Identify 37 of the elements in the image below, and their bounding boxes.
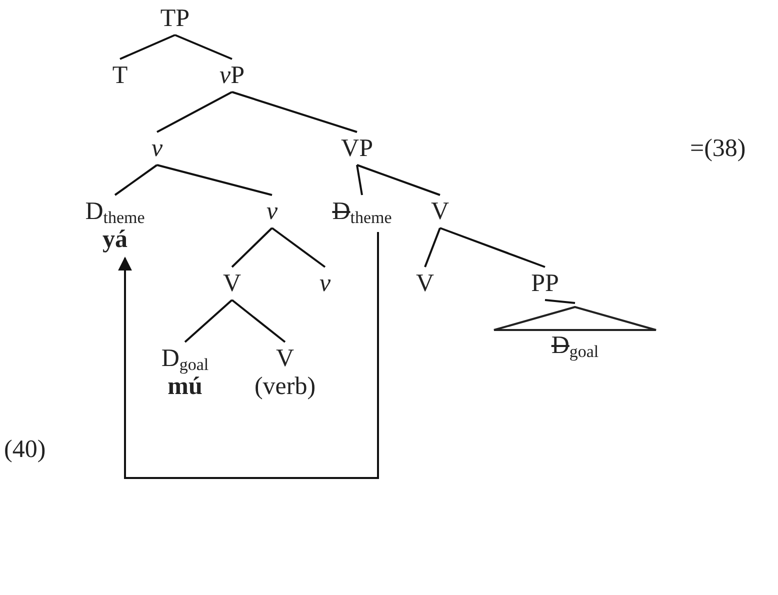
example-number: (40) <box>4 436 46 464</box>
tree-branch <box>231 227 273 268</box>
tree-branch <box>114 164 158 196</box>
tree-label: D$_{theme}$ <box>85 198 145 226</box>
tree-branch <box>356 164 363 196</box>
tree-label: V <box>276 345 294 373</box>
tree-label: v <box>319 270 331 298</box>
tree-branch <box>356 164 440 196</box>
tree-label: v <box>151 135 163 163</box>
tree-branch <box>156 164 272 196</box>
tree-label: D$_{goal}$ <box>161 345 209 373</box>
tree-label: v <box>266 198 278 226</box>
tree-label: mú <box>168 373 202 401</box>
tree-label: yá <box>102 226 128 254</box>
example-number: =(38) <box>690 135 746 163</box>
tree-label: T <box>112 62 128 90</box>
tree-branch <box>174 34 232 60</box>
tree-label: (verb) <box>254 373 316 401</box>
tree-label: D$_{theme}$ <box>332 198 392 226</box>
tree-label: PP <box>531 270 559 298</box>
tree-branch <box>156 91 232 133</box>
tree-label: vP <box>220 62 244 90</box>
tree-label: VP <box>341 135 373 163</box>
tree-label: TP <box>160 5 190 33</box>
movement-arrow <box>118 232 379 479</box>
tree-branch <box>544 299 576 304</box>
tree-label: D$_{goal}$ <box>551 332 599 360</box>
tree-label: V <box>430 198 450 226</box>
tree-label: V <box>222 270 242 298</box>
tree-branch <box>440 227 546 268</box>
tree-branch <box>120 34 176 60</box>
tree-branch <box>184 299 233 343</box>
tree-branch <box>231 299 286 343</box>
tree-label: V <box>416 270 434 298</box>
tree-branch <box>424 228 441 268</box>
tree-branch <box>271 227 326 268</box>
tree-branch <box>232 91 358 133</box>
